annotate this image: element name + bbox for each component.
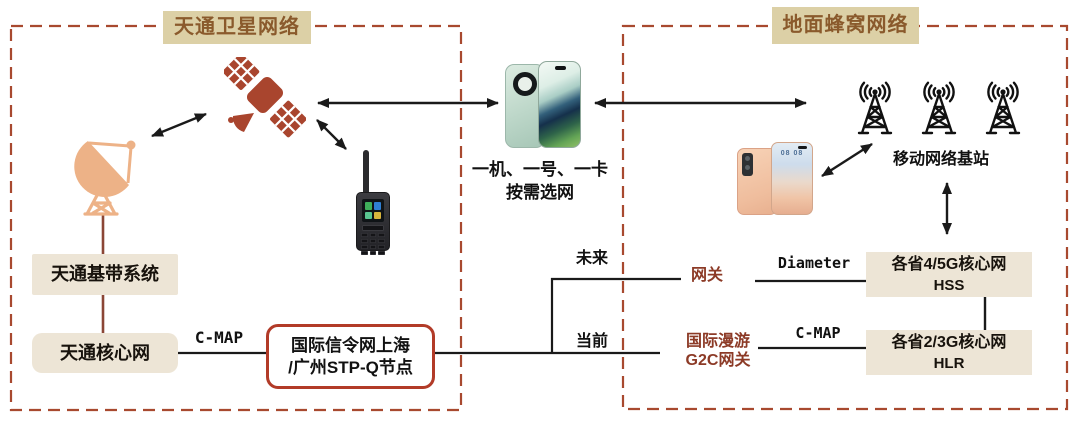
link-label-cmap-left: C-MAP [194,328,244,347]
roaming-gateway-label: 国际漫游 G2C网关 [672,332,764,370]
phone-caption-line1: 一机、一号、一卡 [472,160,608,179]
node-hlr: 各省2/3G核心网 HLR [866,330,1032,375]
stp-line1: 国际信令网上海 [291,335,410,355]
arrow-satellite-satphone [316,119,347,150]
hlr-line2: HLR [933,354,965,372]
gateway-label: 网关 [690,267,723,284]
base-station-towers-icon [857,81,1021,135]
node-tiantong-core: 天通核心网 [32,333,178,373]
node-tiantong-baseband: 天通基带系统 [32,254,178,295]
roaming-line2: G2C网关 [685,352,751,369]
roaming-line1: 国际漫游 [685,333,750,350]
stp-line2: /广州STP-Q节点 [288,357,413,377]
satellite-dish-icon [74,140,136,216]
pink-phone-clock: 08 08 [780,150,804,157]
future-label: 未来 [575,250,608,267]
base-station-label: 移动网络基站 [892,151,989,168]
arrow-dish-satellite [151,112,207,138]
cellular-network-title: 地面蜂窝网络 [772,7,919,44]
node-hss: 各省4/5G核心网 HSS [866,252,1032,297]
node-stp-q: 国际信令网上海 /广州STP-Q节点 [266,324,435,389]
phone-caption: 一机、一号、一卡 按需选网 [462,158,618,204]
satellite-handset-icon [354,150,394,255]
current-label: 当前 [575,333,608,350]
hss-line1: 各省4/5G核心网 [891,255,1007,273]
satellite-icon [224,57,306,138]
link-label-cmap-right: C-MAP [795,324,841,342]
satellite-network-title: 天通卫星网络 [163,11,311,44]
cellular-network-boundary [621,24,1069,411]
arrow-pinkphone-basestation [821,142,873,178]
green-phone-front-icon [538,61,581,148]
hlr-line1: 各省2/3G核心网 [891,333,1007,351]
pink-phone-front-icon: 08 08 [771,142,813,215]
pink-phone-back-icon [737,148,777,215]
link-label-diameter: Diameter [777,254,851,272]
hss-line2: HSS [933,276,965,294]
phone-caption-line2: 按需选网 [506,183,574,202]
